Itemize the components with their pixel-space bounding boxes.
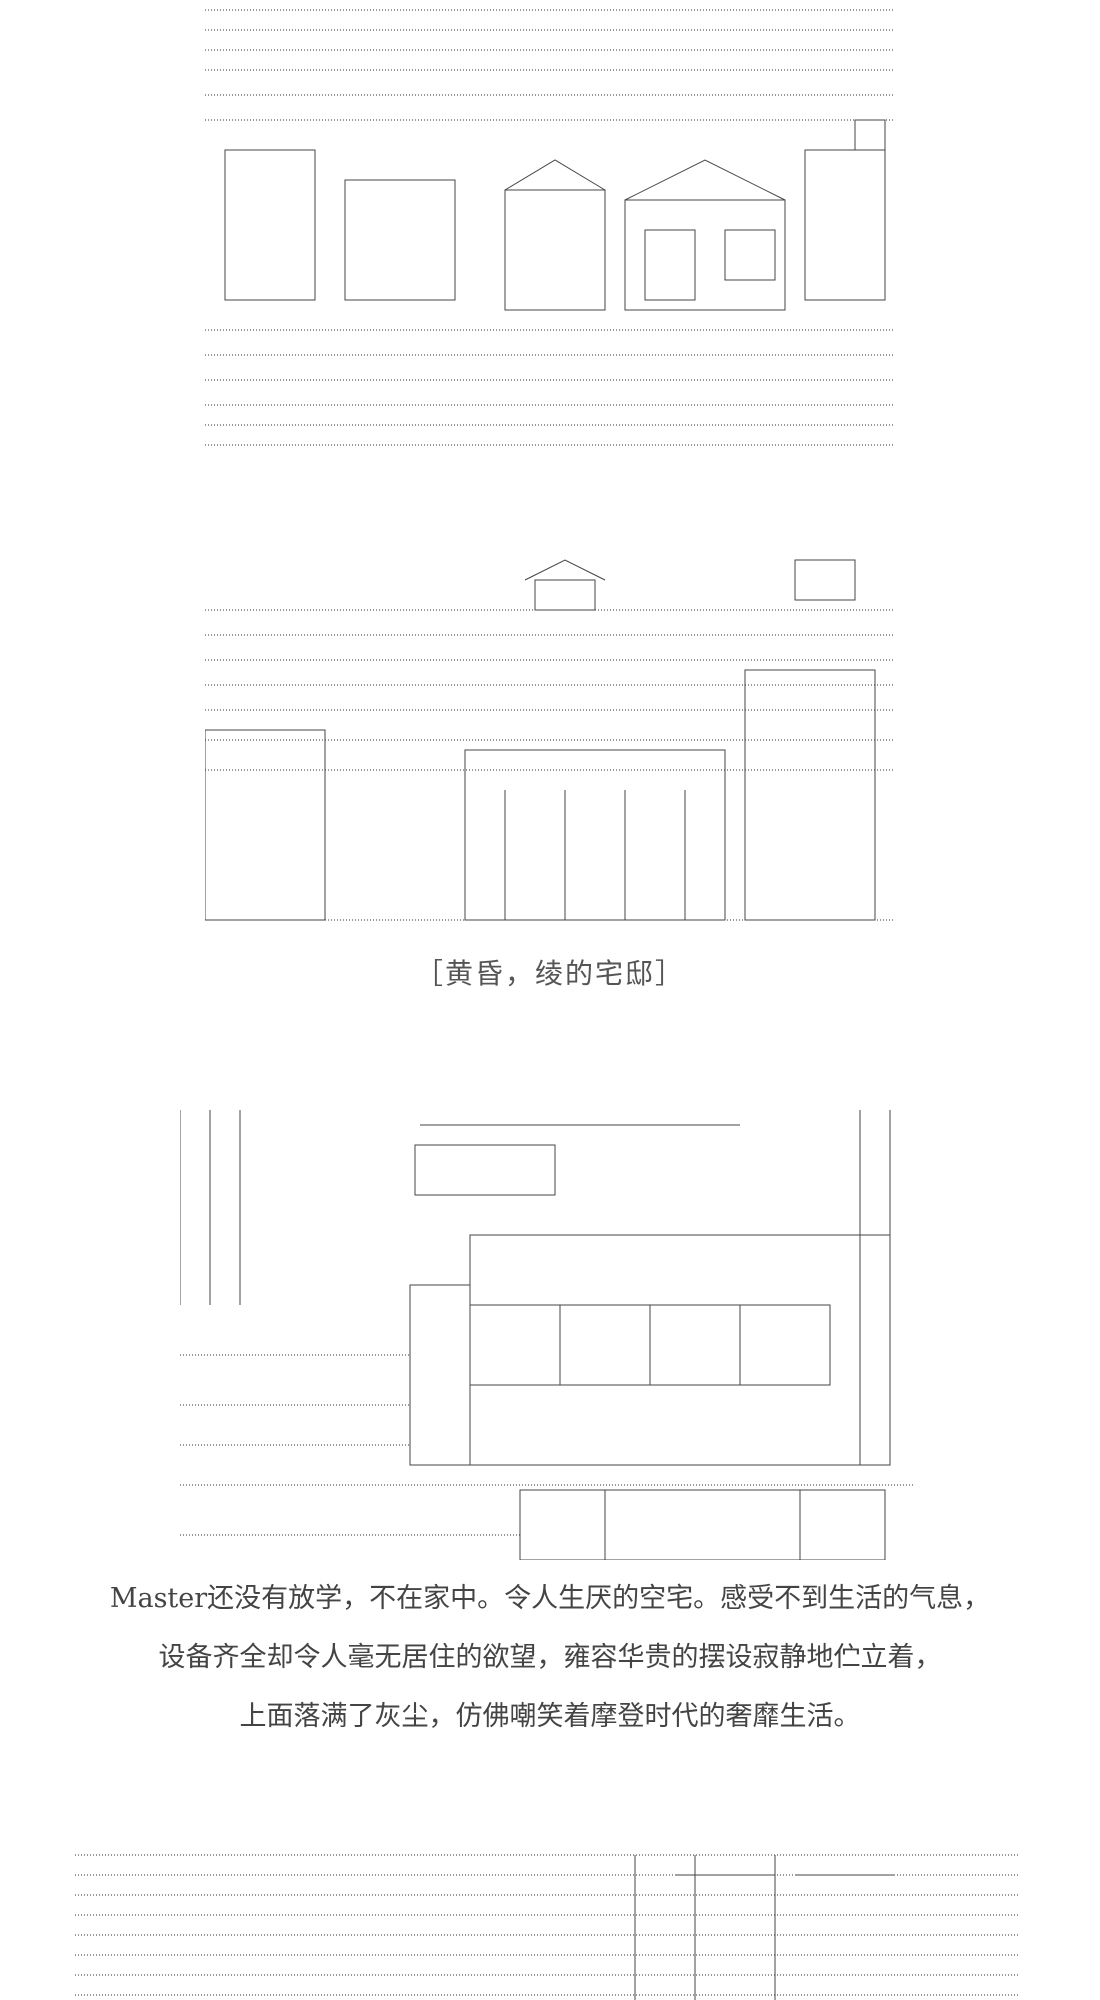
ascii-art-mansion-drawing	[205, 559, 895, 921]
ascii-art-bottom-drawing	[75, 1854, 1020, 2000]
narration-line-1: Master还没有放学，不在家中。令人生厌的空宅。感受不到生活的气息，	[109, 1583, 991, 1614]
ascii-art-interior-panel	[180, 1105, 915, 1560]
ascii-art-town-drawing	[205, 9, 895, 446]
location-caption: ［黄昏，绫的宅邸］	[414, 957, 685, 990]
ascii-art-town-panel	[205, 0, 895, 455]
ascii-art-mansion-panel	[205, 550, 895, 935]
ascii-art-interior-drawing	[180, 1110, 915, 1560]
narration-line-2: 设备齐全却令人毫无居住的欲望，雍容华贵的摆设寂静地伫立着，	[158, 1642, 942, 1673]
narration-line-3: 上面落满了灰尘，仿佛嘲笑着摩登时代的奢靡生活。	[239, 1701, 861, 1732]
ascii-art-bottom-panel	[75, 1845, 1020, 2000]
